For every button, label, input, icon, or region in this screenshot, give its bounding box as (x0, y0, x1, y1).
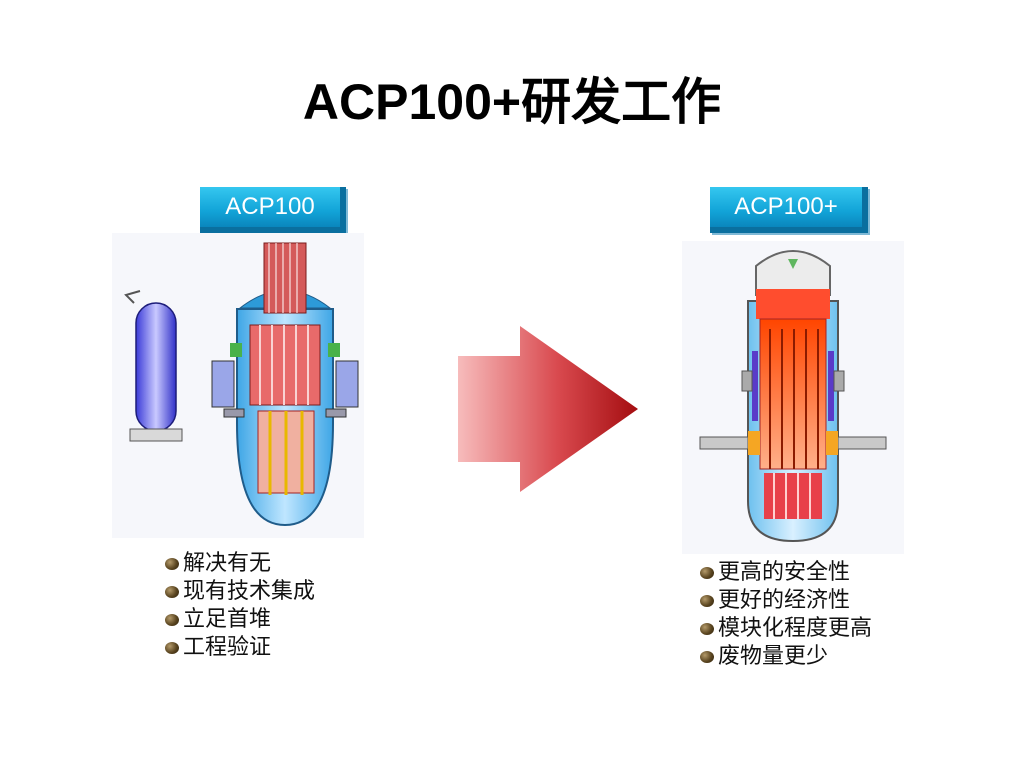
steam-generators (211, 343, 359, 408)
acp100-badge: ACP100 (200, 187, 346, 233)
list-item: 模块化程度更高 (700, 615, 872, 643)
list-item: 立足首堆 (165, 606, 315, 634)
bullet-icon (700, 567, 714, 579)
list-item: 更好的经济性 (700, 587, 872, 615)
bullet-icon (700, 595, 714, 607)
pressurizer-tank (124, 290, 183, 442)
acp100-reactor-illustration (112, 233, 364, 538)
acp100-feature-list: 解决有无 现有技术集成 立足首堆 工程验证 (165, 550, 315, 662)
bullet-icon (165, 586, 179, 598)
slide-title: ACP100+研发工作 (302, 74, 722, 130)
bullet-icon (700, 651, 714, 663)
list-item: 废物量更少 (700, 643, 872, 671)
list-item: 工程验证 (165, 634, 315, 662)
bullet-icon (165, 614, 179, 626)
acp100-plus-feature-list: 更高的安全性 更好的经济性 模块化程度更高 废物量更少 (700, 559, 872, 671)
list-item: 现有技术集成 (165, 578, 315, 606)
bullet-icon (165, 642, 179, 654)
acp100-plus-reactor-illustration (682, 241, 904, 554)
progression-arrow (458, 326, 638, 492)
bullet-icon (165, 558, 179, 570)
list-item: 更高的安全性 (700, 559, 872, 587)
coolant-nozzles (699, 431, 887, 455)
acp100-plus-badge: ACP100+ (710, 187, 868, 233)
list-item: 解决有无 (165, 550, 315, 578)
bullet-icon (700, 623, 714, 635)
